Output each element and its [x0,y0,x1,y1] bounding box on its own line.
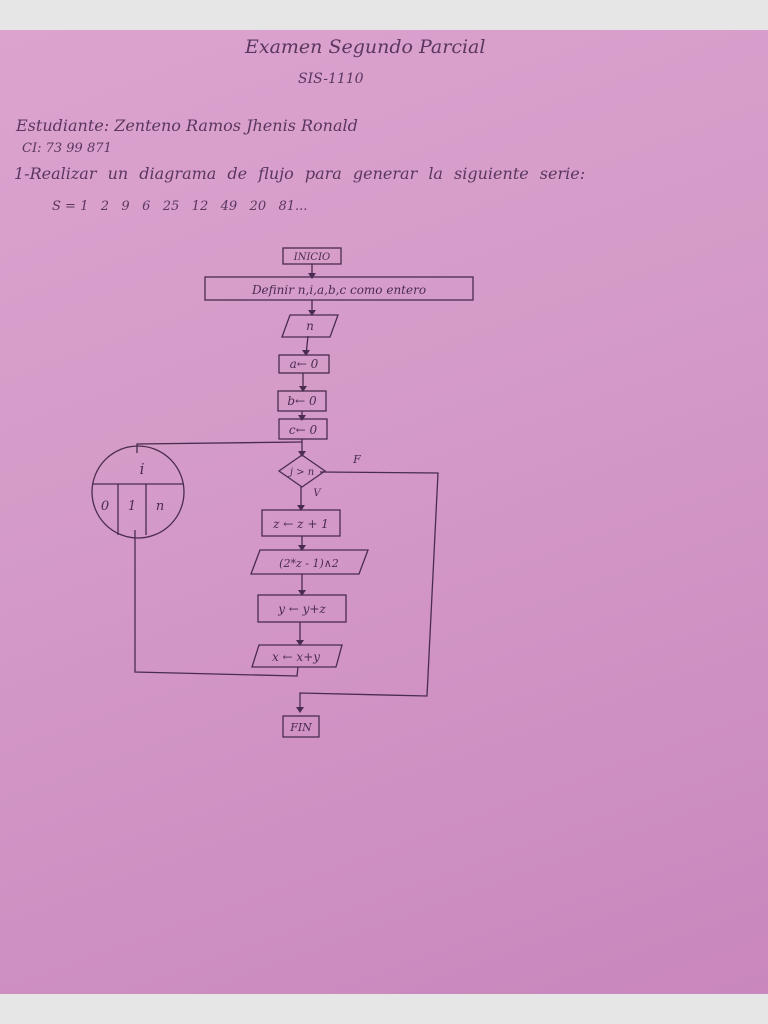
step2-label: y ← y+z [277,602,326,616]
connector-loop-back [134,530,299,677]
loop-step-label: 1 [128,499,136,514]
exam-title: Examen Segundo Parcial [245,36,486,58]
assign-c-label: c← 0 [289,423,318,437]
connector-false-branch [299,471,439,712]
loop-end-label: n [156,499,164,514]
question-text: 1-Realizar un diagrama de flujo para gen… [14,164,586,183]
decision-diamond [277,454,327,488]
decision-label: j > n [288,467,314,478]
loop-circle [91,445,185,539]
photo-bottom-margin [0,994,768,1024]
assign-a-box [278,354,330,374]
start-terminal [282,247,342,265]
loop-start-label: 0 [101,499,109,514]
end-label: FIN [289,721,312,734]
student-ci: CI: 73 99 871 [22,141,112,156]
course-code: SIS-1110 [298,71,364,87]
define-label: Definir n,i,a,b,c como entero [251,283,426,297]
output2-label: x ← x+y [272,650,320,664]
connector-loop-entry [136,441,303,453]
define-box [204,276,474,301]
assign-b-box [277,390,327,412]
output1-parallelogram [250,549,369,575]
photo-top-margin [0,0,768,30]
input-parallelogram [281,314,339,338]
student-name: Estudiante: Zenteno Ramos Jhenis Ronald [16,116,358,135]
true-label: V [313,488,322,499]
end-terminal [282,715,320,738]
step1-label: z ← z + 1 [272,517,329,531]
input-label: n [306,319,314,333]
output1-label: (2*z - 1)∧2 [279,557,339,570]
exam-sheet [0,30,768,994]
loop-var-label: i [140,460,145,478]
output2-parallelogram [251,644,343,668]
assign-a-label: a← 0 [290,357,319,371]
false-label: F [352,453,361,466]
series-text: S = 1 2 9 6 25 12 49 20 81... [52,199,308,214]
assign-b-label: b← 0 [287,394,317,408]
start-label: INICIO [293,252,330,263]
